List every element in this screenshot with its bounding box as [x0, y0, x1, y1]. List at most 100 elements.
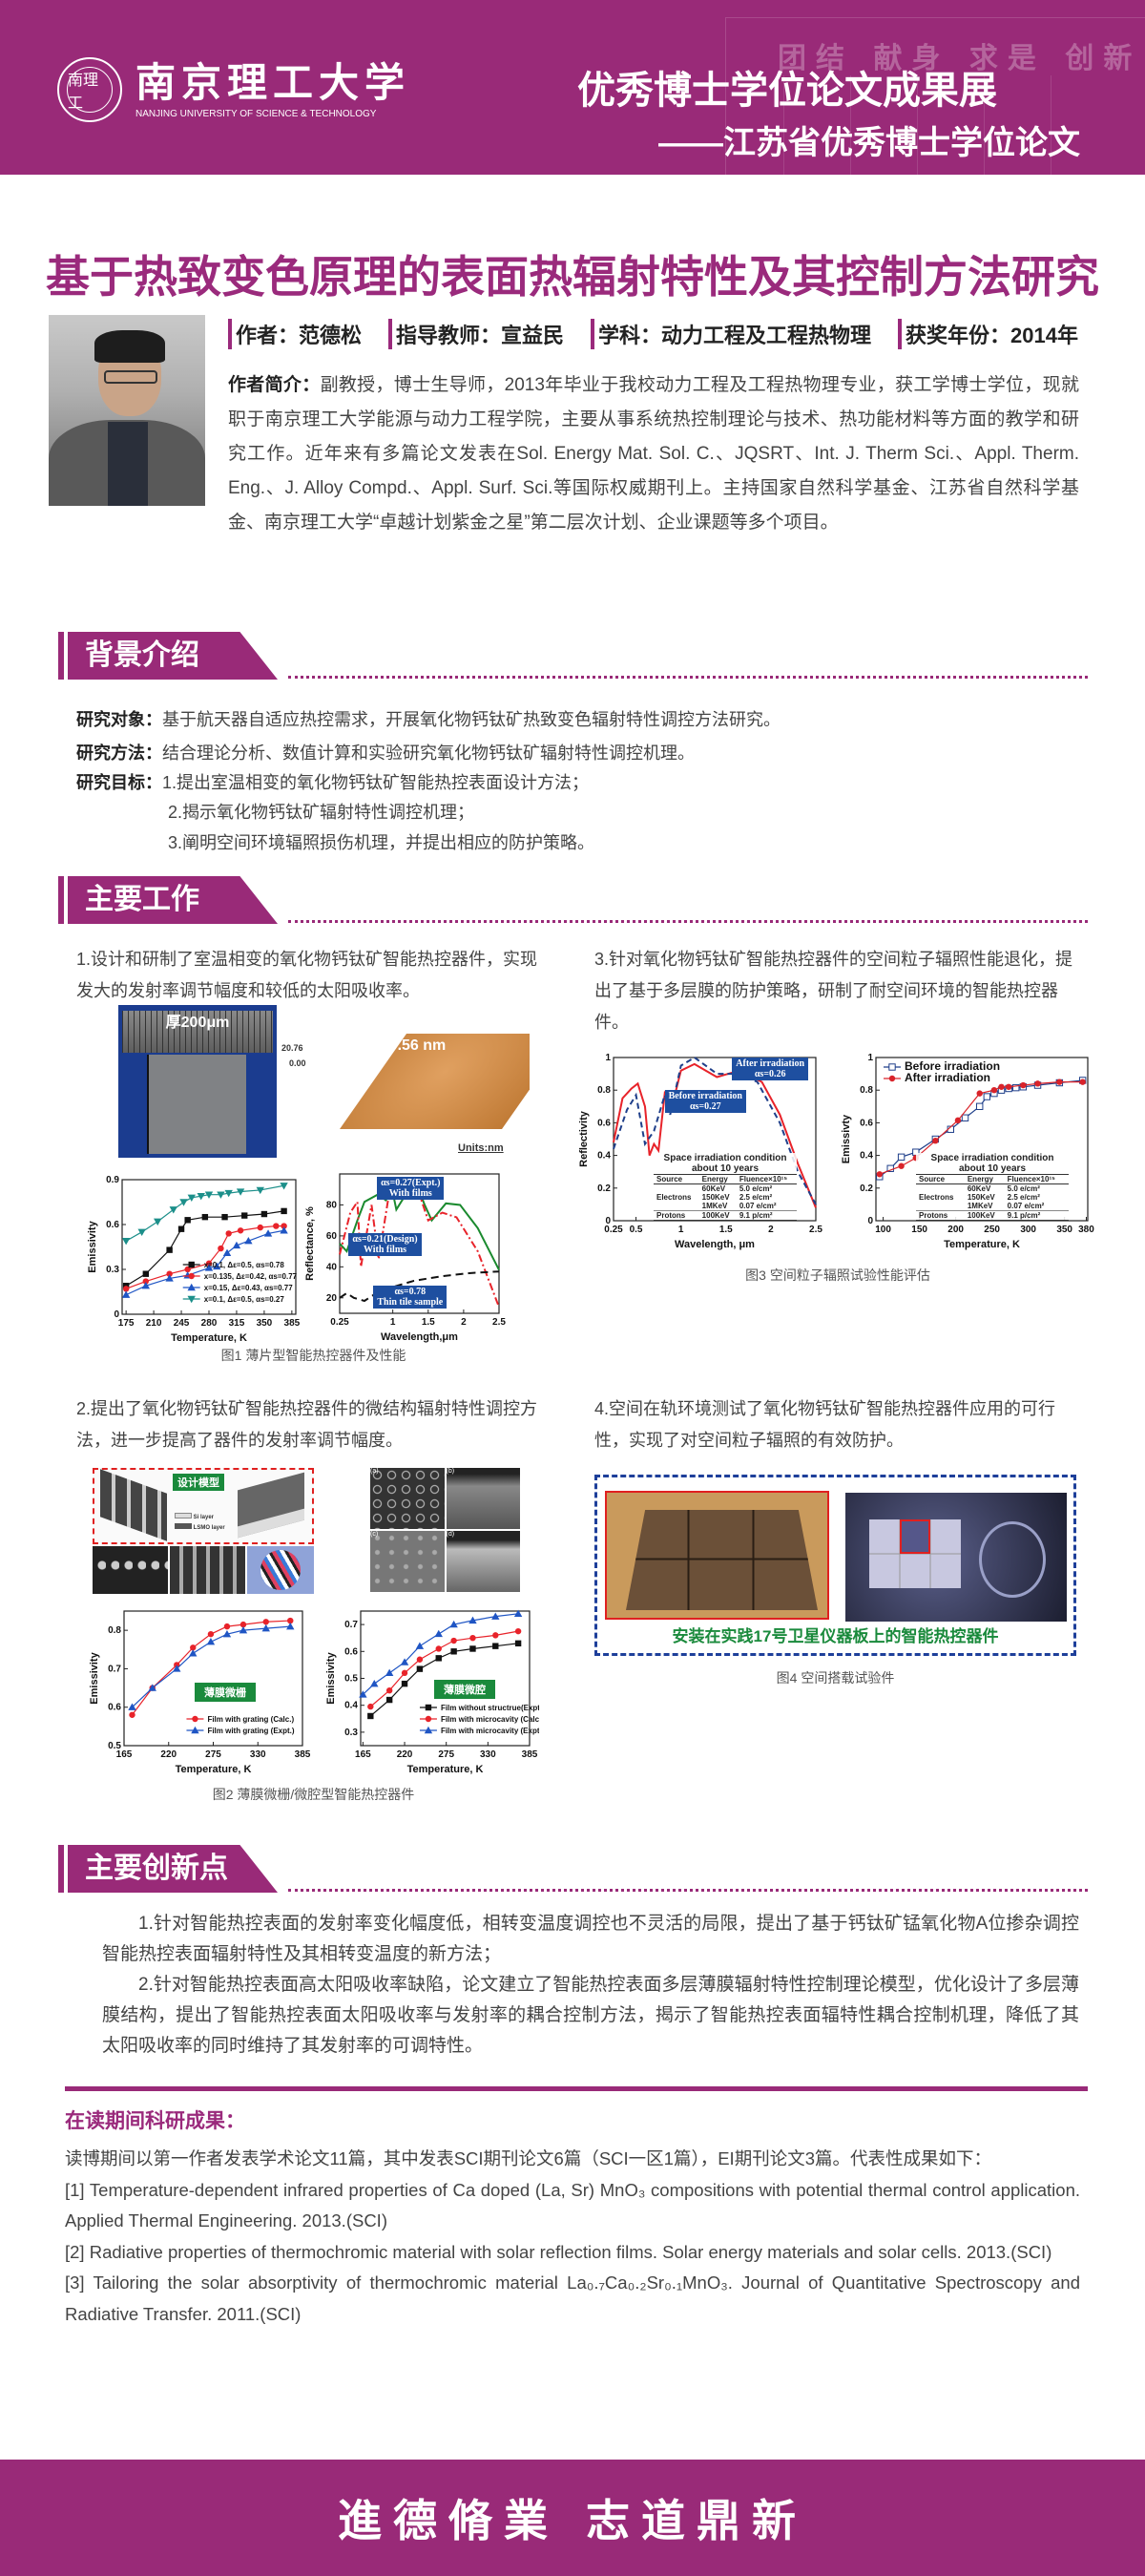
x-tick-label: 2	[768, 1225, 774, 1235]
optical-image	[247, 1546, 314, 1594]
data-point	[932, 1138, 939, 1144]
data-point	[218, 1245, 224, 1252]
data-point	[961, 1114, 969, 1121]
data-point	[207, 1630, 215, 1638]
y-tick-label: 0.8	[597, 1085, 611, 1096]
data-point	[514, 1640, 522, 1647]
data-point	[262, 1619, 269, 1625]
x-tick-label: 280	[201, 1318, 218, 1329]
data-point	[385, 1696, 393, 1704]
data-point	[213, 1262, 221, 1270]
data-point	[191, 1726, 199, 1734]
data-point	[121, 1238, 131, 1246]
legend-entry: Film with grating (Expt.)	[186, 1726, 295, 1735]
footer-banner: 進德脩業 志道鼎新	[0, 2460, 1145, 2576]
legend-label: Film with microcavity (Expt.)	[441, 1727, 539, 1735]
data-point	[434, 1629, 443, 1638]
data-point	[190, 1644, 197, 1651]
figure-3-caption: 图3 空间粒子辐照试验性能评估	[745, 1267, 930, 1283]
x-tick-label: 385	[284, 1318, 301, 1329]
research-object: 研究对象：基于航天器自适应热控需求，开展氧化物钙钛矿热致变色辐射特性调控方法研究…	[76, 710, 781, 729]
section-divider	[288, 920, 1088, 923]
x-tick-label: 275	[205, 1749, 221, 1760]
x-tick-label: 2.5	[809, 1225, 822, 1235]
results-divider	[65, 2086, 1088, 2091]
data-point	[206, 1638, 216, 1645]
figure-1-caption: 图1 薄片型智能热控器件及性能	[220, 1348, 406, 1363]
work-item-3-text: 3.针对氧化物钙钛矿智能热控器件的空间粒子辐照性能退化，提出了基于多层膜的防护策…	[594, 950, 1073, 1032]
x-tick-label: 2	[461, 1317, 467, 1328]
x-axis-label: Wavelength,μm	[381, 1331, 458, 1343]
y-tick-label: 0.5	[344, 1674, 358, 1685]
x-tick-label: 200	[947, 1225, 964, 1235]
data-point	[148, 1684, 156, 1691]
data-point	[204, 1191, 214, 1199]
data-point	[241, 1212, 248, 1219]
data-series	[359, 1609, 523, 1698]
data-point	[416, 1665, 424, 1672]
data-point	[1005, 1083, 1012, 1090]
data-point	[888, 1063, 896, 1071]
data-point	[280, 1183, 288, 1190]
x-tick-label: 100	[875, 1225, 891, 1235]
advisor-name: 指导教师：宣益民	[388, 319, 564, 349]
data-point	[280, 1226, 288, 1234]
y-tick-label: 0.3	[344, 1728, 358, 1738]
data-point	[435, 1655, 442, 1662]
data-point	[425, 1715, 432, 1723]
x-tick-label: 250	[984, 1225, 1000, 1235]
plot-frame	[360, 1610, 531, 1747]
data-point	[976, 1090, 983, 1097]
data-point	[204, 1264, 214, 1271]
legend-entry: Film with microcavity (Expt.)	[419, 1726, 545, 1735]
author-photo	[49, 315, 205, 506]
ruler	[122, 1011, 273, 1053]
data-series	[367, 1640, 522, 1720]
data-point	[222, 1248, 232, 1256]
work-item-1-text: 1.设计和研制了室温相变的氧化物钙钛矿智能热控器件，实现发大的发射率调节幅度和较…	[76, 950, 538, 1000]
data-point	[225, 1230, 232, 1237]
legend-label: x=0.1, Δε=0.5, αs=0.27	[204, 1295, 285, 1304]
data-series	[121, 1183, 288, 1246]
data-point	[469, 1645, 476, 1652]
legend-entry: x=0.1, Δε=0.5, αs=0.27	[182, 1295, 285, 1304]
series-line	[613, 1056, 817, 1205]
data-point	[236, 1188, 245, 1196]
x-tick-label: 380	[1078, 1225, 1094, 1235]
data-point	[286, 1622, 295, 1630]
research-goal: 研究目标：1.提出室温相变的氧化物钙钛矿智能热控表面设计方法；	[76, 773, 590, 792]
data-point	[244, 1237, 253, 1245]
data-point	[400, 1658, 409, 1665]
y-tick-label: 0	[605, 1216, 611, 1226]
afm-image: 20.76 0.00 Rq=0.56 nm Units:nm	[281, 1015, 530, 1160]
innovation-item: 1.针对智能热控表面的发射率变化幅度低，相转变温度调控也不灵活的局限，提出了基于…	[102, 1914, 1079, 1964]
series-line	[339, 1184, 500, 1271]
data-point	[239, 1625, 248, 1634]
section-divider	[288, 1889, 1088, 1892]
section-heading-main-work: 主要工作	[58, 876, 278, 924]
data-point	[261, 1623, 270, 1632]
y-tick-label: 0.2	[860, 1183, 873, 1194]
data-point	[385, 1668, 394, 1677]
work-item-4-text: 4.空间在轨环境测试了氧化物钙钛矿智能热控器件应用的可行性，实现了对空间粒子辐照…	[594, 1399, 1056, 1450]
innovation-item: 2.针对智能热控表面高太阳吸收率缺陷，论文建立了智能热控表面多层薄膜辐射特性控制…	[102, 1975, 1079, 2056]
legend-label: Before irradiation	[905, 1059, 1000, 1073]
data-point	[166, 1246, 173, 1253]
x-tick-label: 0.5	[630, 1225, 643, 1235]
satellite-panel-photo	[845, 1493, 1067, 1622]
award-year: 获奖年份：2014年	[898, 319, 1078, 349]
university-logo: 南理工 南京理工大学 NANJING UNIVERSITY OF SCIENCE…	[57, 57, 410, 122]
data-point	[1020, 1081, 1027, 1089]
x-tick-label: 330	[250, 1749, 266, 1760]
data-point	[416, 1656, 424, 1663]
data-point	[197, 1193, 205, 1201]
device-photo	[605, 1491, 829, 1620]
data-point	[187, 1295, 196, 1304]
grating-model	[100, 1469, 167, 1541]
sem-microcavity-images: (a) (b) (c) (d)	[370, 1468, 520, 1592]
data-point	[898, 1162, 905, 1169]
